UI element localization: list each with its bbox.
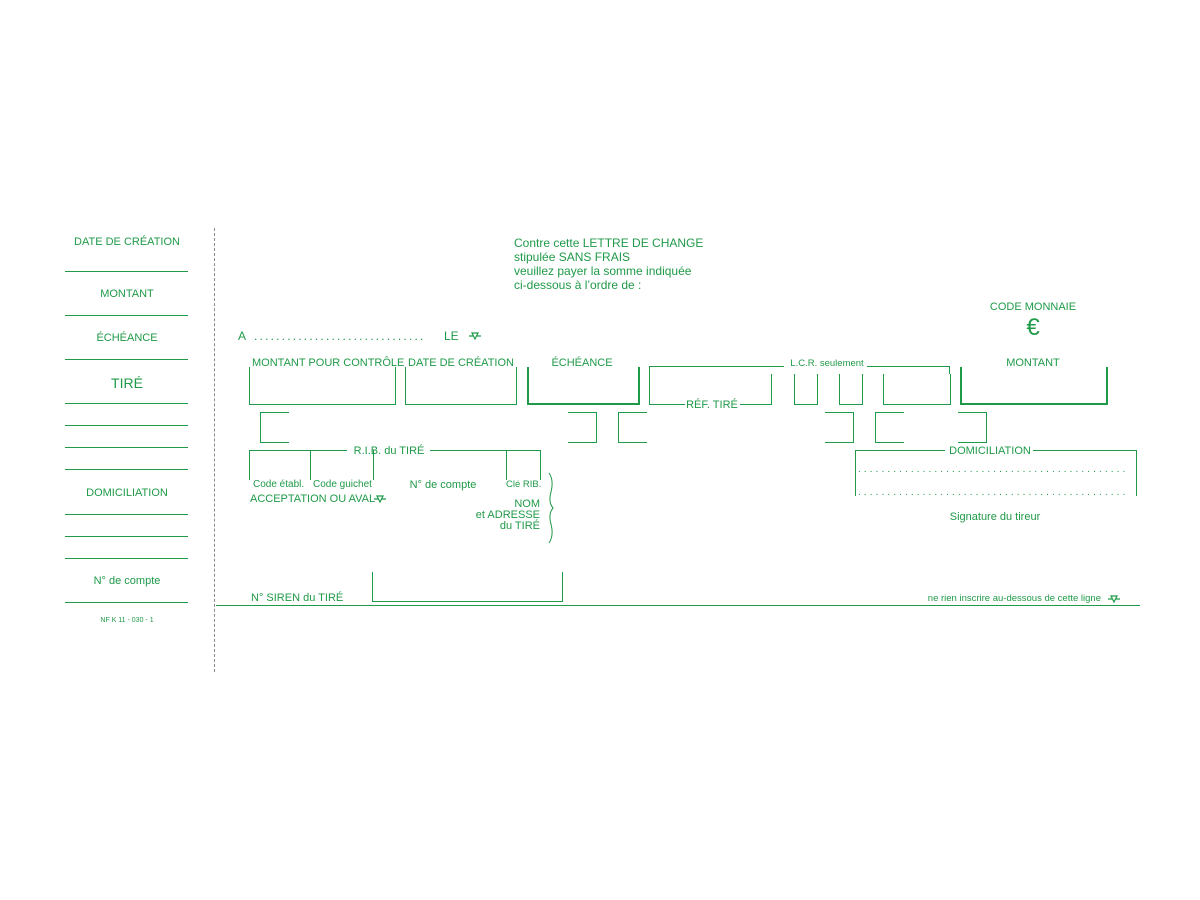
domiciliation-side — [1136, 450, 1137, 496]
stub-montant-label: MONTANT — [100, 288, 154, 300]
code-monnaie-label: CODE MONNAIE — [989, 301, 1077, 313]
domiciliation-line-2[interactable]: ........................................… — [858, 487, 1129, 498]
domiciliation-line-1[interactable]: ........................................… — [858, 464, 1129, 475]
ref-tire-label[interactable]: RÉF. TIRÉ — [686, 399, 738, 411]
rib-title: R.I.B. du TIRÉ — [353, 445, 425, 457]
date-creation-label: DATE DE CRÉATION — [408, 357, 514, 369]
stub-divider — [65, 315, 188, 316]
montant-label: MONTANT — [1006, 357, 1060, 369]
arrow-down-icon — [469, 332, 481, 341]
stub-domiciliation-label: DOMICILIATION — [86, 487, 168, 499]
corner-mark — [618, 412, 647, 443]
rib-divider — [249, 450, 250, 480]
siren-box-bottom[interactable] — [372, 601, 563, 602]
stub-divider — [65, 403, 188, 404]
stub-divider — [65, 447, 188, 448]
siren-box-left — [372, 572, 373, 602]
stub-divider — [65, 359, 188, 360]
corner-mark — [260, 412, 289, 443]
bottom-note: ne rien inscrire au-dessous de cette lig… — [927, 593, 1101, 604]
domiciliation-top-line — [855, 450, 945, 451]
header-line-1: Contre cette LETTRE DE CHANGE — [514, 236, 704, 250]
lcr-bracket-line — [867, 366, 949, 367]
stub-divider — [65, 514, 188, 515]
rib-divider — [373, 450, 374, 480]
date-label: LE — [444, 329, 459, 343]
rib-divider — [506, 450, 507, 480]
signature-label: Signature du tireur — [949, 511, 1041, 523]
lcr-box-1[interactable] — [794, 374, 818, 405]
ref-tire-box-left — [649, 366, 650, 404]
ref-tire-box-bottom — [649, 404, 685, 405]
cle-rib-label: Clé RIB. — [506, 479, 542, 490]
corner-mark — [875, 412, 904, 443]
stub-divider — [65, 425, 188, 426]
rib-top-line — [430, 450, 540, 451]
siren-label: N° SIREN du TIRÉ — [251, 592, 344, 604]
ref-tire-box-bottom — [740, 404, 772, 405]
stub-divider — [65, 536, 188, 537]
code-guichet-label: Code guichet — [313, 479, 372, 490]
stub-divider — [65, 271, 188, 272]
siren-box-right — [562, 572, 563, 602]
arrow-down-icon — [1108, 595, 1120, 604]
header-line-3: veuillez payer la somme indiquée — [514, 264, 692, 278]
lcr-box-3[interactable] — [883, 374, 951, 405]
date-creation-box[interactable] — [405, 367, 517, 405]
arrow-down-icon — [374, 495, 386, 504]
lcr-bracket-line — [649, 366, 784, 367]
domiciliation-top-line — [1033, 450, 1136, 451]
du-tire-label: du TIRÉ — [499, 520, 540, 532]
corner-mark — [825, 412, 854, 443]
norm-reference: NF K 11 - 030 - 1 — [100, 617, 154, 624]
header-line-2: stipulée SANS FRAIS — [514, 250, 631, 264]
nom-label: NOM — [514, 498, 540, 510]
domiciliation-side — [855, 450, 856, 496]
montant-box[interactable] — [960, 367, 1108, 405]
et-adresse-label: et ADRESSE — [475, 509, 540, 521]
stub-date-creation-label: DATE DE CRÉATION — [74, 236, 180, 248]
ref-tire-box-right — [771, 374, 772, 404]
montant-controle-label: MONTANT POUR CONTRÔLE — [252, 357, 405, 369]
acceptation-label: ACCEPTATION OU AVAL — [250, 493, 376, 505]
stub-divider — [65, 469, 188, 470]
corner-mark — [958, 412, 987, 443]
lcr-label: L.C.R. seulement — [790, 358, 864, 369]
lcr-bracket-right — [949, 366, 950, 374]
stub-divider — [65, 602, 188, 603]
rib-divider — [540, 450, 541, 480]
stub-no-compte-label: N° de compte — [93, 575, 161, 587]
no-compte-label: N° de compte — [409, 479, 477, 491]
perforation-line — [214, 228, 215, 672]
place-label: A — [238, 329, 247, 343]
euro-symbol: € — [1026, 314, 1040, 341]
brace-icon — [548, 472, 554, 544]
bottom-separator-line — [216, 605, 1140, 606]
header-line-4: ci-dessous à l’ordre de : — [514, 278, 642, 292]
place-dots: ............................... — [254, 329, 426, 343]
lcr-box-2[interactable] — [839, 374, 863, 405]
corner-mark — [568, 412, 597, 443]
montant-controle-box[interactable] — [249, 367, 396, 405]
echeance-label: ÉCHÉANCE — [551, 357, 613, 369]
code-etabl-label: Code établ. — [253, 479, 305, 490]
stub-divider — [65, 558, 188, 559]
echeance-box[interactable] — [527, 367, 640, 405]
stub-echeance-label: ÉCHÉANCE — [96, 332, 158, 344]
rib-divider — [310, 450, 311, 480]
stub-tire-label: TIRÉ — [111, 375, 143, 391]
domiciliation-title: DOMICILIATION — [949, 445, 1031, 457]
rib-top-line — [249, 450, 347, 451]
